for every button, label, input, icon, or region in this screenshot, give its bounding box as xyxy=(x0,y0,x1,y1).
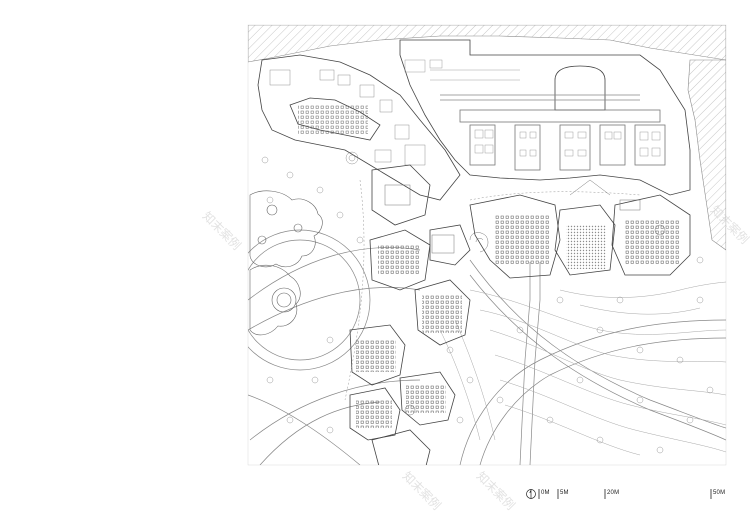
dashed-boundaries xyxy=(344,179,641,401)
scale-label-20: 20M xyxy=(607,490,620,496)
main-building-block xyxy=(399,39,691,196)
scale-label-0: 0M xyxy=(541,490,550,496)
central-details xyxy=(384,184,489,416)
scale-bar xyxy=(526,489,712,499)
east-hall-details xyxy=(569,179,666,236)
scale-label-5: 5M xyxy=(560,490,569,496)
hatched-terrain-right xyxy=(687,59,726,251)
west-wing-details xyxy=(269,69,426,166)
main-block-interior-grid xyxy=(404,59,661,157)
central-seating-b xyxy=(422,295,462,333)
east-hall-seating-a xyxy=(495,215,550,265)
central-pavilions xyxy=(349,164,471,465)
tree-symbols xyxy=(261,156,714,454)
scale-label-50: 50M xyxy=(713,490,726,496)
north-arrow-icon xyxy=(526,489,536,499)
central-seating-a xyxy=(378,245,420,275)
west-wing-seating xyxy=(298,105,368,135)
site-paths xyxy=(248,229,726,465)
east-hall-seating-c xyxy=(625,220,680,265)
central-seating-e xyxy=(406,385,446,413)
left-garden-island xyxy=(249,190,323,336)
central-seating-d xyxy=(356,400,392,428)
east-hall-grid-b xyxy=(566,225,606,269)
central-seating-c xyxy=(356,340,396,372)
hatched-terrain-top xyxy=(248,25,726,63)
